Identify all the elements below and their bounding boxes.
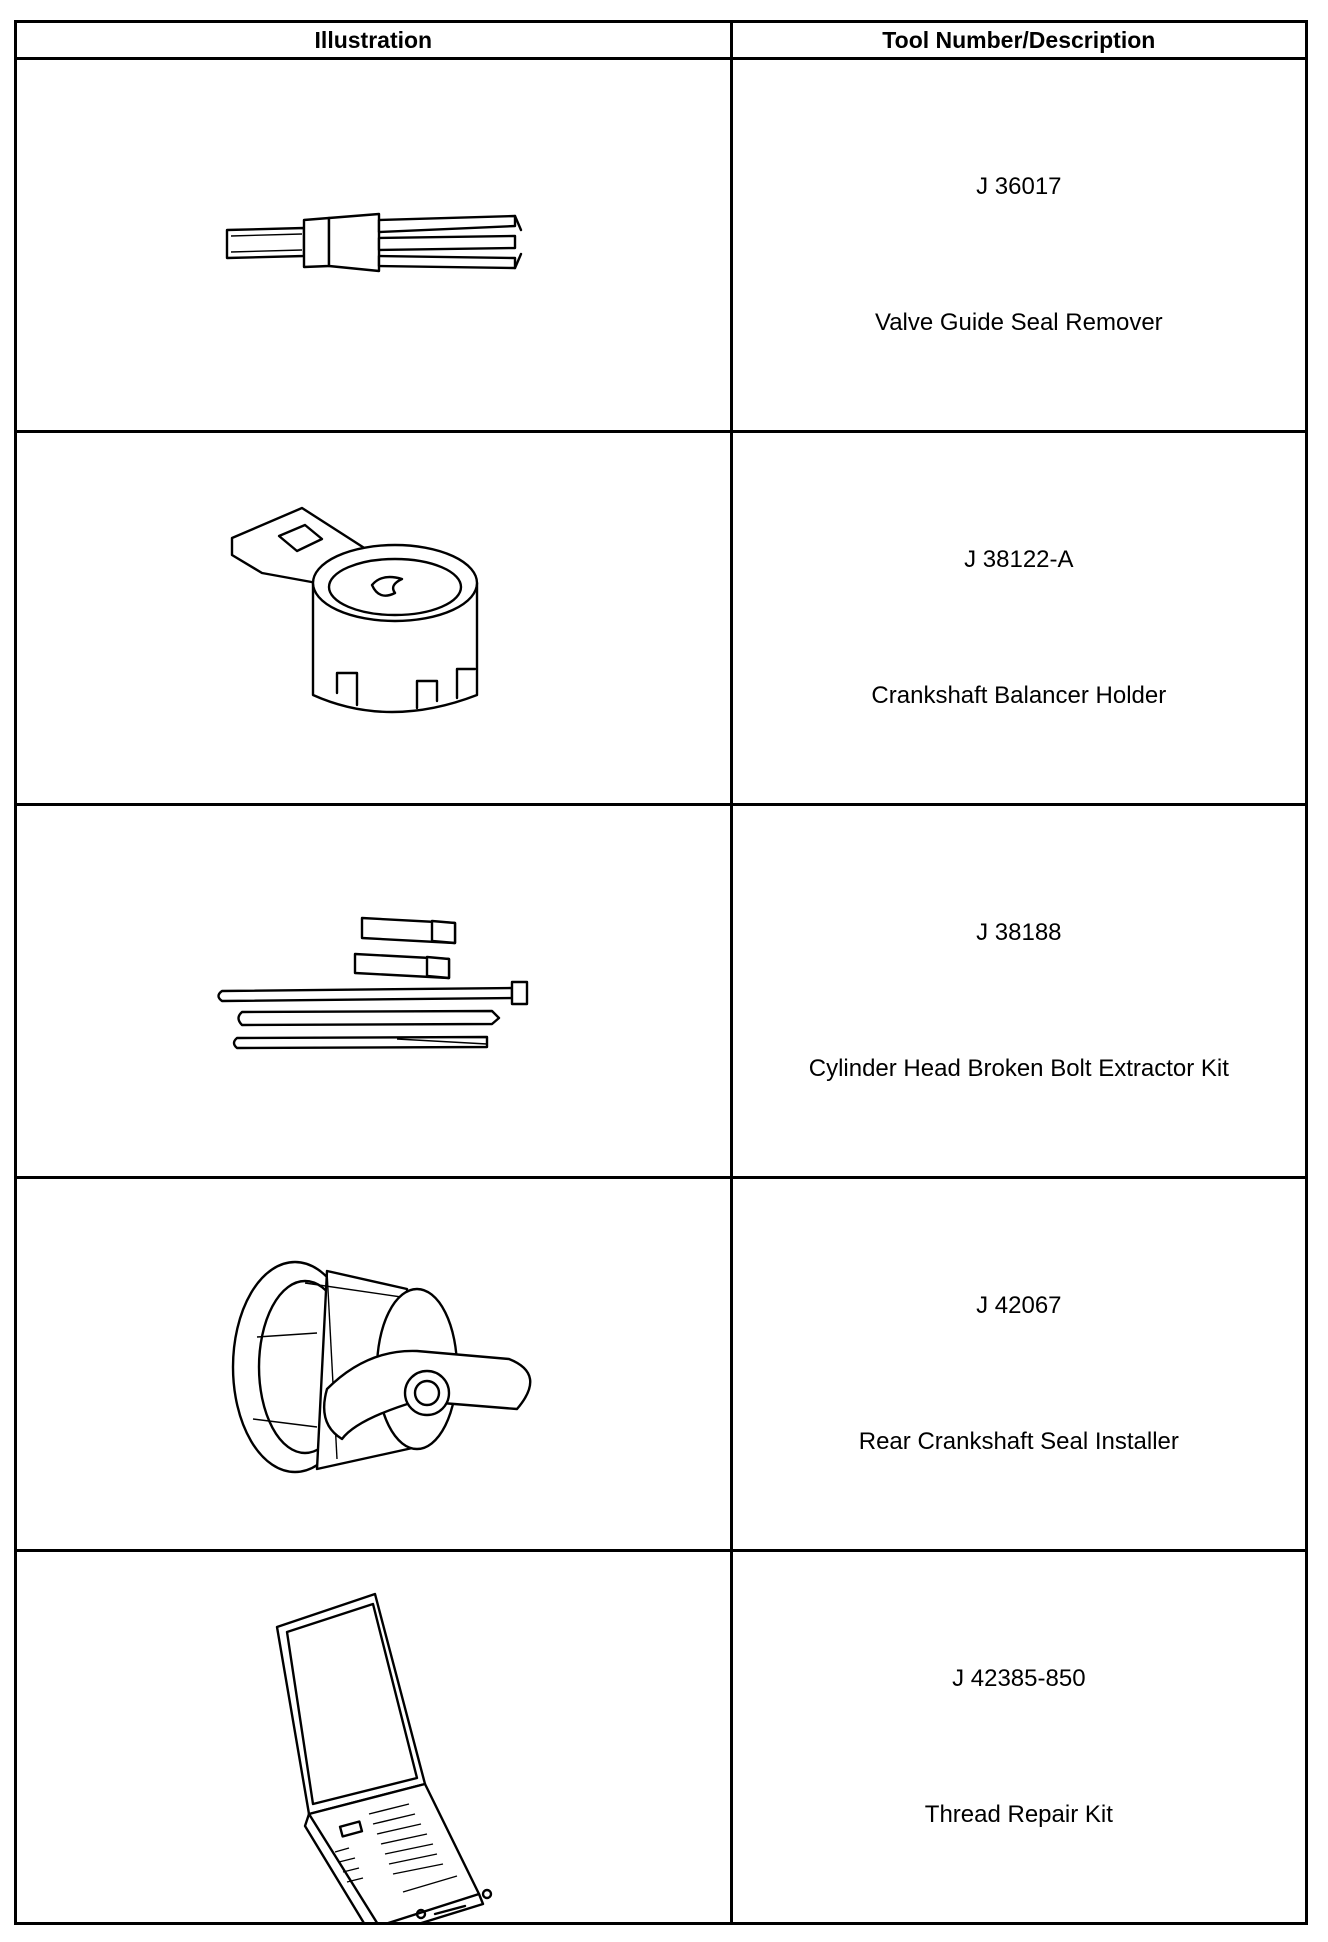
table-header-row: Illustration Tool Number/Description bbox=[14, 20, 1309, 60]
tool-number: J 38122-A bbox=[964, 546, 1074, 573]
illustration-cell bbox=[14, 430, 733, 806]
tool-description: Valve Guide Seal Remover bbox=[874, 309, 1163, 336]
tool-number: J 38188 bbox=[976, 919, 1062, 946]
illustration-cell bbox=[14, 803, 733, 1179]
tool-description-cell: J 38122-A Crankshaft Balancer Holder bbox=[729, 430, 1309, 806]
header-tool-number-description: Tool Number/Description bbox=[729, 20, 1309, 60]
thread-repair-kit-drawing bbox=[275, 1592, 493, 1922]
illustration-cell bbox=[14, 57, 733, 433]
tool-description: Crankshaft Balancer Holder bbox=[871, 682, 1167, 709]
table-row: J 38122-A Crankshaft Balancer Holder bbox=[14, 430, 1309, 806]
table-row: J 42067 Rear Crankshaft Seal Installer bbox=[14, 1176, 1309, 1552]
special-tools-table: Illustration Tool Number/Description bbox=[14, 20, 1309, 1925]
tool-description-cell: J 36017 Valve Guide Seal Remover bbox=[729, 57, 1309, 433]
valve-guide-seal-remover-drawing bbox=[225, 212, 523, 273]
illustration-cell bbox=[14, 1549, 733, 1925]
tool-number: J 42385-850 bbox=[952, 1665, 1086, 1692]
table-row: J 36017 Valve Guide Seal Remover bbox=[14, 57, 1309, 433]
tool-description-cell: J 42385-850 Thread Repair Kit bbox=[729, 1549, 1309, 1925]
bolt-extractor-kit-drawing bbox=[217, 916, 529, 1050]
table-row: J 42385-850 Thread Repair Kit bbox=[14, 1549, 1309, 1925]
tool-description: Thread Repair Kit bbox=[924, 1801, 1113, 1828]
table-row: J 38188 Cylinder Head Broken Bolt Extrac… bbox=[14, 803, 1309, 1179]
tool-description: Cylinder Head Broken Bolt Extractor Kit bbox=[808, 1055, 1229, 1082]
header-illustration: Illustration bbox=[14, 20, 733, 60]
tool-description-cell: J 42067 Rear Crankshaft Seal Installer bbox=[729, 1176, 1309, 1552]
rear-seal-installer-drawing bbox=[231, 1260, 532, 1474]
crankshaft-balancer-holder-drawing bbox=[230, 506, 479, 714]
tool-number: J 42067 bbox=[976, 1292, 1062, 1319]
tool-description-cell: J 38188 Cylinder Head Broken Bolt Extrac… bbox=[729, 803, 1309, 1179]
tool-description: Rear Crankshaft Seal Installer bbox=[858, 1428, 1179, 1455]
illustration-cell bbox=[14, 1176, 733, 1552]
tool-number: J 36017 bbox=[976, 173, 1062, 200]
